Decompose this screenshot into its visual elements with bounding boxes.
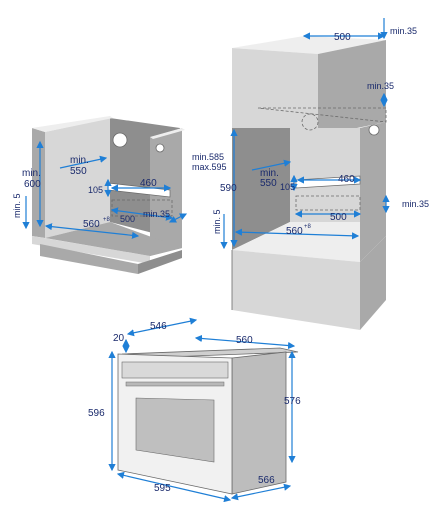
top-500-label: 500 [334,32,351,43]
cable-hole [112,132,128,148]
width-546-label: 546 [150,321,167,332]
depth-min-label: min. [70,155,89,166]
min-label: min. [22,168,41,179]
height-576-label: 576 [284,396,301,407]
slot-460-label: 460 [140,178,157,189]
slot-105-label: 105 [88,185,103,195]
oven-dimensions: 20 546 560 596 576 595 566 [88,317,301,503]
column-slot-105-label: 105 [280,182,295,192]
oven-unit [117,347,299,495]
gap-500-label: 500 [120,214,135,224]
column-dimensions: 500 min.35 min.35 min.585 max.595 590 mi… [192,18,429,250]
gap-min35-label: min.35 [143,209,170,219]
control-panel [121,361,229,379]
column-gap-500-label: 500 [330,212,347,223]
width-595-label: 595 [154,483,171,494]
column-width-sup-label: +8 [304,224,312,230]
depth-560-label: 560 [236,335,253,346]
height-600-label: 600 [24,179,41,190]
gap-20-label: 20 [113,333,125,344]
column-right-min35-label: min.35 [402,199,429,209]
cabinet-back-wall [45,118,110,238]
side-min35-label: min.35 [367,81,394,91]
depth-550-label: 550 [70,166,87,177]
oven-side [231,351,287,495]
door-handle [125,381,225,387]
max595-label: max.595 [192,162,227,172]
column-slot-460-label: 460 [338,174,355,185]
width-sup-label: +8 [103,217,111,223]
under-counter-dimensions: min. 600 min. 5 min. 550 105 460 560 +8 … [12,140,188,239]
column-width-560-label: 560 [286,226,303,237]
column-depth-550-label: 550 [260,178,277,189]
width-560-label: 560 [83,219,100,230]
depth-566-label: 566 [258,475,275,486]
top-min35-label: min.35 [390,26,417,36]
door-window [135,397,215,463]
column-plinth-min5-label: min. 5 [212,209,222,234]
column-cabinet [231,36,387,330]
column-min-label: min. [260,168,279,179]
plinth-min5-label: min. 5 [12,193,22,218]
height-590-label: 590 [220,183,237,194]
min585-label: min.585 [192,152,224,162]
height-596-label: 596 [88,408,105,419]
